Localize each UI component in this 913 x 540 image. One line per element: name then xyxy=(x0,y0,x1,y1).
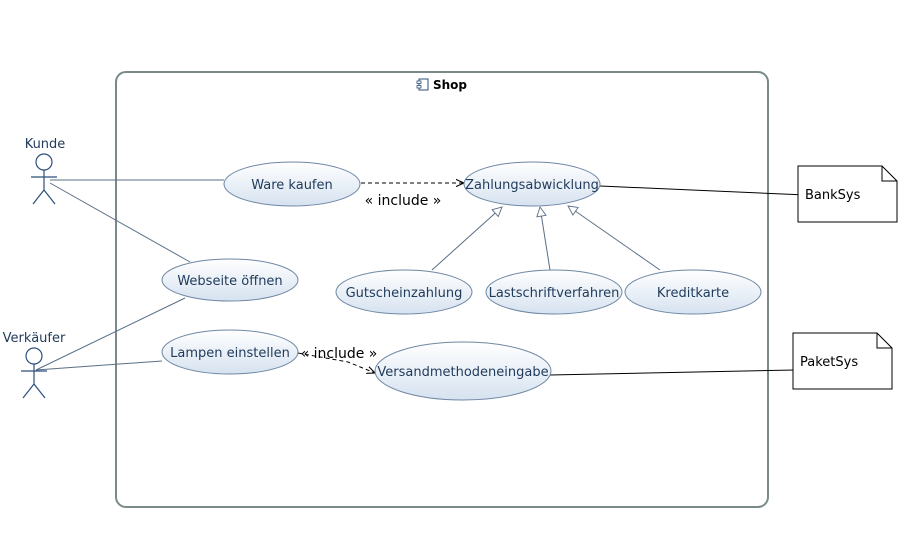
usecase-label: Ware kaufen xyxy=(251,178,333,193)
usecase-ware-kaufen[interactable]: Ware kaufen xyxy=(223,161,361,207)
usecase-gutscheinzahlung[interactable]: Gutscheinzahlung xyxy=(335,269,473,315)
generalizations xyxy=(431,206,661,271)
usecase-zahlungsabwicklung[interactable]: Zahlungsabwicklung xyxy=(463,161,601,207)
usecase-lastschriftverfahren[interactable]: Lastschriftverfahren xyxy=(485,269,623,315)
usecase-label: Webseite öffnen xyxy=(177,274,282,289)
note-label: BankSys xyxy=(805,188,861,203)
actor-label-verkaeufer: Verkäufer xyxy=(3,331,66,346)
note-paketsys[interactable]: PaketSys xyxy=(792,332,893,390)
usecase-kreditkarte[interactable]: Kreditkarte xyxy=(624,269,762,315)
assoc-verkaeufer-webseite xyxy=(35,297,186,371)
actor-kunde[interactable] xyxy=(31,153,57,205)
assoc-verkaeufer-lampen xyxy=(35,360,163,371)
actor-head xyxy=(35,153,53,171)
usecase-label: Versandmethodeneingabe xyxy=(377,365,548,380)
component-icon xyxy=(416,78,429,91)
usecase-versandmethodeneingabe[interactable]: Versandmethodeneingabe xyxy=(374,341,552,401)
assoc-kunde-webseite xyxy=(49,182,191,263)
actor-verkaeufer[interactable] xyxy=(21,347,47,399)
assoc-versand-paketsys xyxy=(549,369,796,376)
gen-lastschrift-zahlung xyxy=(540,207,551,271)
include-label-2: « include » xyxy=(301,346,378,362)
include-label-1: « include » xyxy=(365,193,442,209)
actor-label-kunde: Kunde xyxy=(25,137,66,152)
usecase-webseite-oeffnen[interactable]: Webseite öffnen xyxy=(161,258,299,302)
usecase-label: Zahlungsabwicklung xyxy=(465,178,599,193)
gen-kredit-zahlung xyxy=(568,206,661,271)
association-lines xyxy=(35,179,807,376)
assoc-zahlung-banksys xyxy=(599,185,807,196)
include-lampen-versand xyxy=(297,352,375,373)
note-label: PaketSys xyxy=(800,355,858,370)
usecase-label: Lastschriftverfahren xyxy=(489,286,620,301)
usecase-lampen-einstellen[interactable]: Lampen einstellen xyxy=(161,329,299,375)
gen-gutschein-zahlung xyxy=(431,207,502,271)
note-banksys[interactable]: BankSys xyxy=(797,165,898,223)
usecase-label: Gutscheinzahlung xyxy=(346,286,463,301)
actor-head xyxy=(25,347,43,365)
usecase-label: Lampen einstellen xyxy=(170,346,290,361)
usecase-label: Kreditkarte xyxy=(657,286,729,301)
system-title: Shop xyxy=(433,78,467,92)
